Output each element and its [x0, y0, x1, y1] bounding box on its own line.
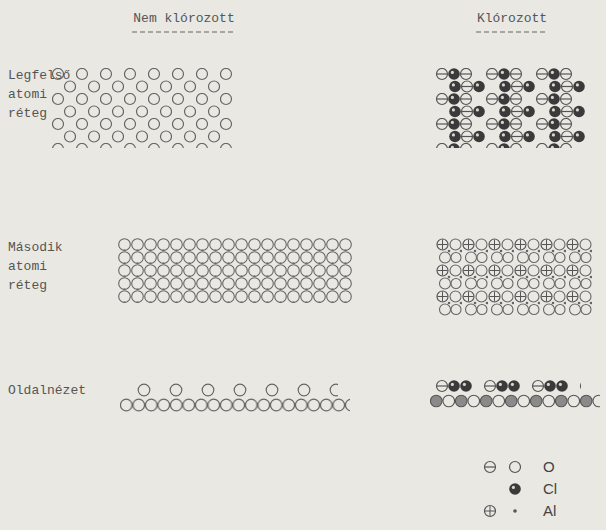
- row-label: Második atomi réteg: [8, 238, 80, 295]
- chlorinated-side-top-row: [435, 379, 581, 393]
- oxygen-top-layer: [52, 68, 232, 148]
- legend-text: Cl: [543, 480, 557, 498]
- side-view-bottom-row: [120, 398, 350, 412]
- legend-symbol: [509, 483, 521, 495]
- chlorinated-second-layer: [436, 238, 592, 316]
- legend-text: Al: [543, 502, 556, 520]
- side-view-top-row: [128, 383, 338, 397]
- row-label: Oldalnézet: [8, 381, 86, 400]
- chlorinated-side-bottom-row: [430, 394, 600, 408]
- column-heading: Klórozott: [477, 9, 547, 28]
- legend-text: O: [543, 458, 555, 476]
- legend-symbol: [485, 462, 496, 473]
- row-label: Legfelső atomi réteg: [8, 66, 80, 123]
- second-layer-lattice: [118, 238, 352, 303]
- legend-symbol: [485, 506, 496, 517]
- legend-symbol: [513, 509, 517, 513]
- column-heading: Nem klórozott: [133, 9, 234, 28]
- heading-underline: [476, 31, 548, 32]
- heading-underline: [132, 31, 236, 32]
- chlorinated-top-layer: [435, 68, 585, 148]
- legend-symbol: [510, 462, 521, 473]
